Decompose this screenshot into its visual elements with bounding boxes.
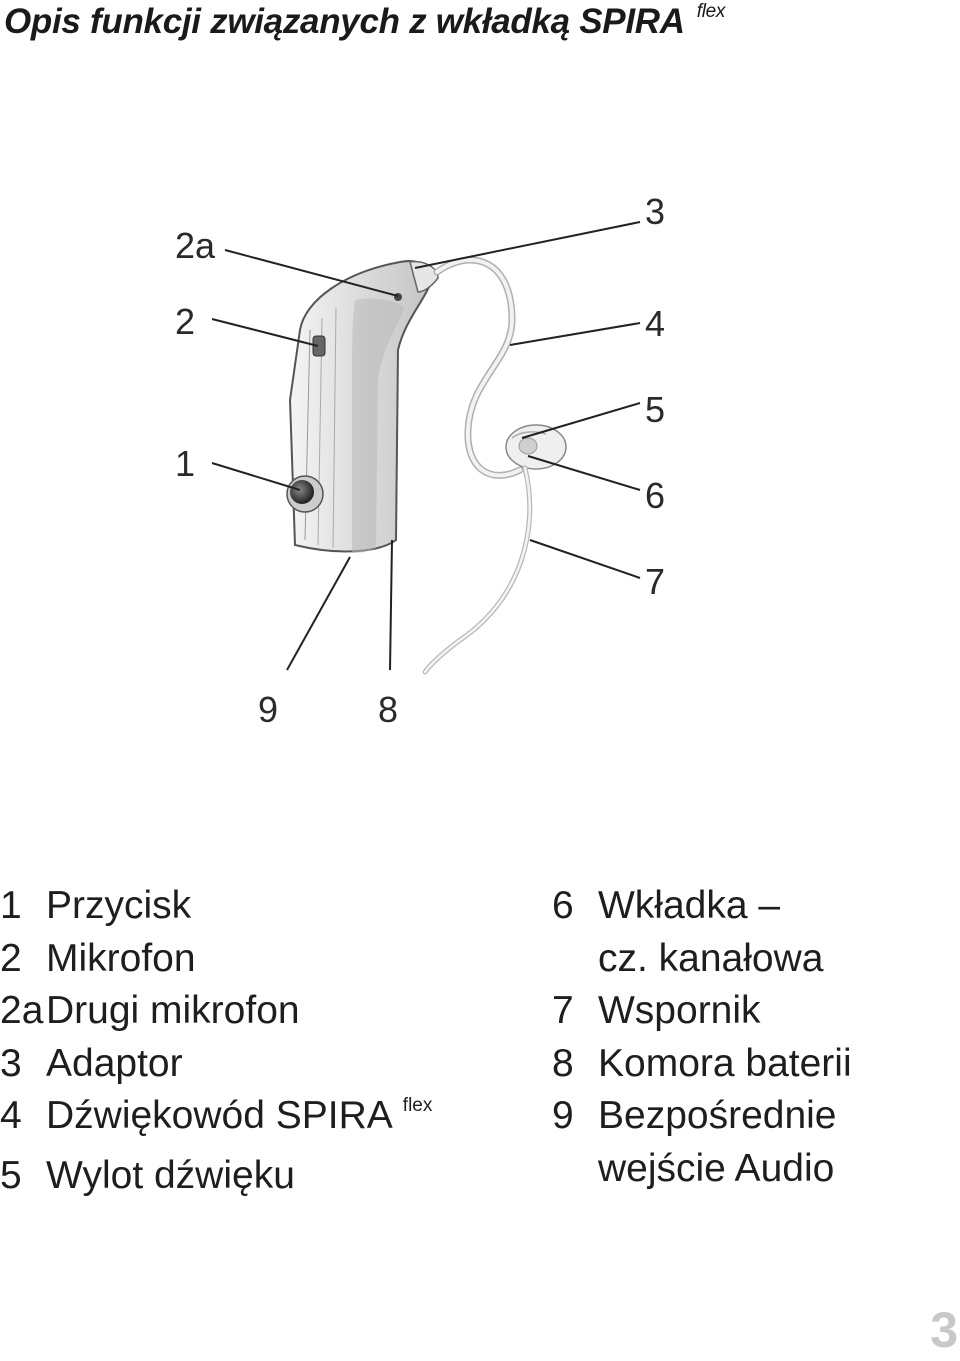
legend-continuation: cz. kanałowa [598,936,824,980]
legend-text: Drugi mikrofon [46,989,300,1033]
legend-number: 5 [0,1153,22,1197]
legend-item: 7 Wspornik [552,985,852,1038]
legend-item: 4 Dźwiękowód SPIRA flex [0,1090,432,1150]
callout-7: 7 [645,561,665,602]
legend-continuation: wejście Audio [598,1146,835,1190]
legend-number: 3 [0,1041,22,1085]
title-text: Opis funkcji związanych z wkładką SPIRA [4,2,685,41]
legend-text: Mikrofon [46,936,196,980]
legend-text: Komora baterii [598,1041,852,1085]
callout-2: 2 [175,301,195,342]
legend-number: 7 [552,989,574,1033]
title-superscript: flex [696,1,726,22]
page-title: Opis funkcji związanych z wkładką SPIRA f… [4,1,726,42]
callout-4: 4 [645,303,665,344]
legend-right: 6 Wkładka – cz. kanałowa 7 Wspornik 8 Komor… [552,880,852,1196]
callout-1: 1 [175,443,195,484]
callout-5: 5 [645,389,665,430]
adaptor [409,260,439,293]
retention-line [422,465,533,675]
legend-item: 1 Przycisk [0,880,432,933]
legend-number: 9 [552,1094,574,1138]
legend-text: Przycisk [46,884,192,927]
hearing-aid-body [286,260,439,553]
second-microphone [394,293,402,301]
legend-number: 1 [0,884,22,927]
legend-number: 4 [0,1094,22,1138]
legend-item: 9 Bezpośrednie [552,1090,852,1143]
legend-item: 8 Komora baterii [552,1038,852,1091]
callout-3: 3 [645,191,665,232]
legend-text: Bezpośrednie [598,1094,837,1138]
legend-text: Dźwiękowód SPIRA [46,1094,393,1138]
legend-text: Adaptor [46,1041,183,1085]
legend-text: Wkładka – [598,884,781,927]
legend-item: 5 Wylot dźwięku [0,1150,432,1203]
callout-6: 6 [645,475,665,516]
leader-lines [211,221,641,671]
microphone [312,335,326,357]
legend-left: 1 Przycisk 2 Mikrofon 2aDrugi mikrofon 3 Ad… [0,880,432,1203]
callout-2a: 2a [175,225,216,266]
callout-8: 8 [378,689,398,730]
page-number: 3 [930,1302,958,1358]
legend-number: 8 [552,1041,574,1085]
legend-item: 2aDrugi mikrofon [0,985,432,1038]
legend-superscript: flex [402,1095,433,1117]
hearing-aid-diagram: 2a 2 1 3 4 5 6 7 9 8 [175,191,665,730]
legend-text: Wspornik [598,989,761,1033]
legend-text: Wylot dźwięku [46,1153,295,1197]
legend-item: 6 Wkładka – [552,880,852,933]
legend-item: 3 Adaptor [0,1038,432,1091]
dome-earpiece [505,424,567,470]
callout-9: 9 [258,689,278,730]
legend-number: 2 [0,936,22,980]
legend-item: 2 Mikrofon [0,933,432,986]
legend-number: 6 [552,884,574,927]
legend-number: 2a [0,989,44,1033]
